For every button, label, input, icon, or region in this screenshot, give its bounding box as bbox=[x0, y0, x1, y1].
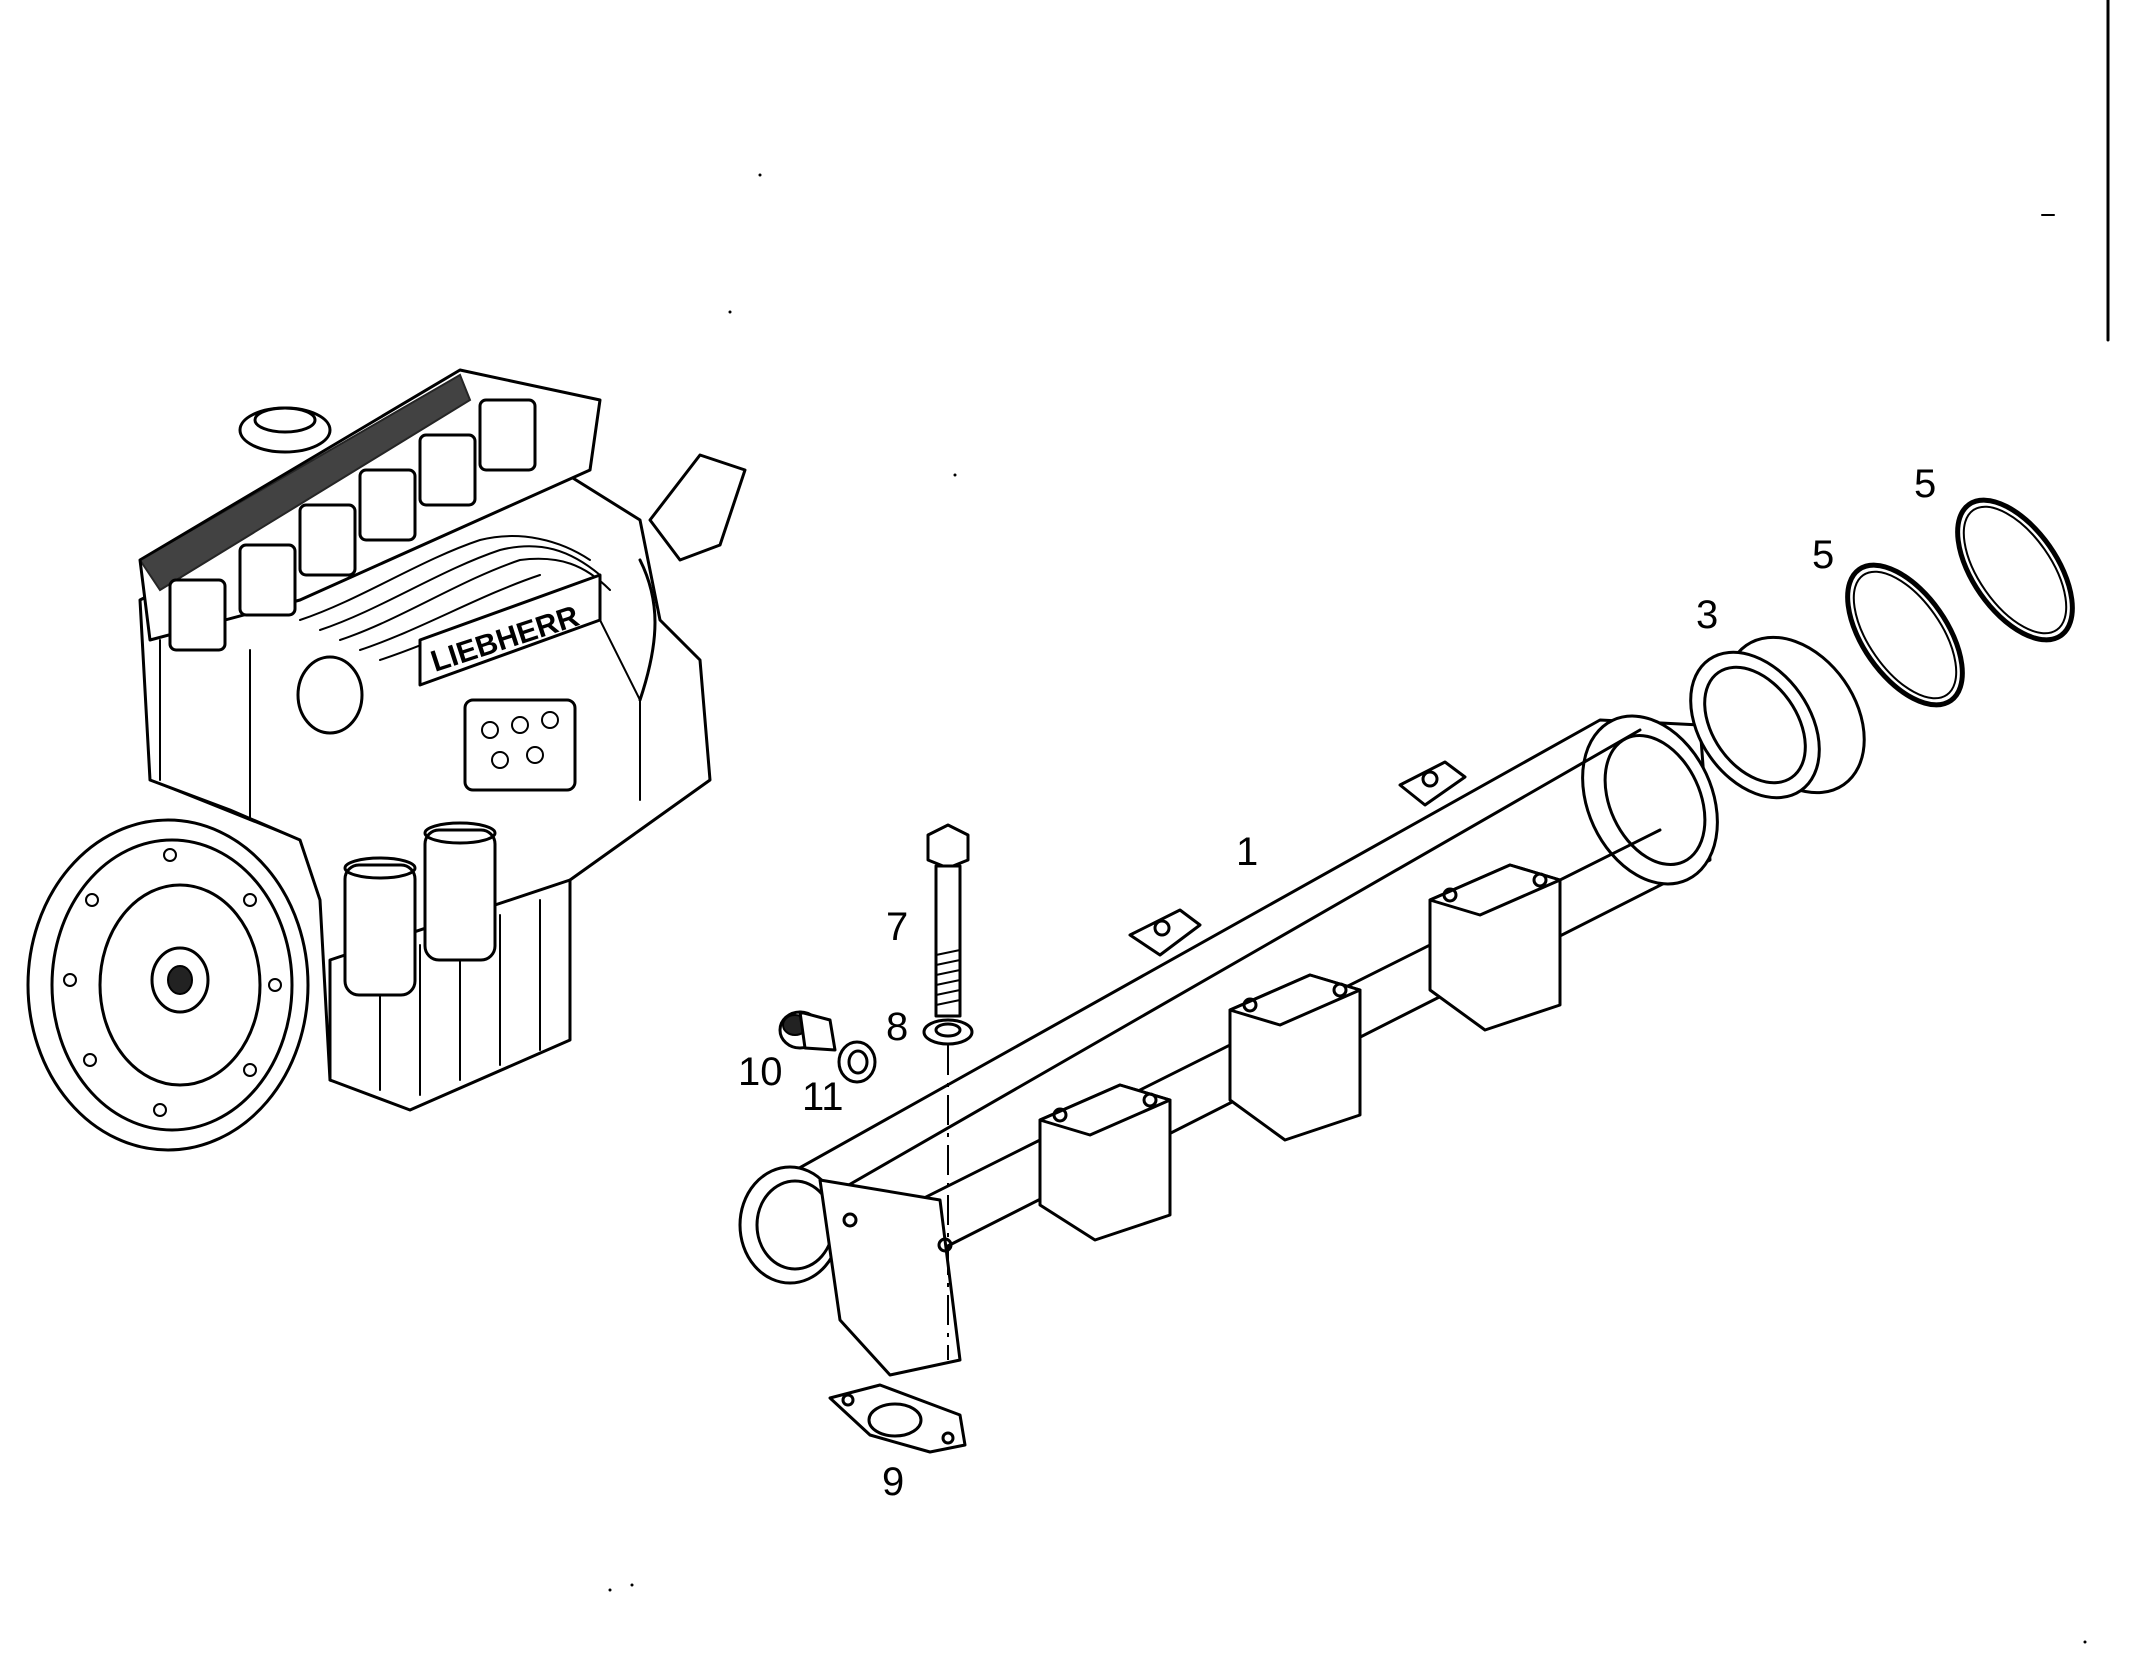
callout-3: 3 bbox=[1696, 593, 1718, 637]
callout-1: 1 bbox=[1236, 830, 1258, 874]
part-11-sealing-ring bbox=[837, 1040, 877, 1084]
part-8-washer bbox=[922, 1018, 974, 1046]
callout-9: 9 bbox=[882, 1460, 904, 1504]
page-border bbox=[2041, 0, 2110, 342]
part-1-exhaust-manifold bbox=[738, 714, 1719, 1377]
callout-5-a: 5 bbox=[1812, 533, 1834, 577]
part-5-sealing-ring-a bbox=[1845, 562, 1965, 708]
scan-noise bbox=[608, 173, 2087, 1644]
part-3-sleeve bbox=[1689, 635, 1866, 800]
part-5-sealing-ring-b bbox=[1955, 497, 2075, 643]
callout-5-b: 5 bbox=[1914, 462, 1936, 506]
callout-11: 11 bbox=[802, 1075, 844, 1119]
part-10-screw-plug bbox=[778, 1010, 837, 1052]
part-7-bolt bbox=[926, 823, 970, 1018]
callout-8: 8 bbox=[886, 1005, 908, 1049]
callout-7: 7 bbox=[886, 905, 908, 949]
part-9-gasket bbox=[828, 1383, 967, 1454]
callout-10: 10 bbox=[738, 1050, 783, 1094]
engine-overview-illustration: LIEBHERR bbox=[26, 368, 747, 1152]
callout-labels: 1 3 5 5 7 8 9 10 11 bbox=[738, 462, 1936, 1504]
